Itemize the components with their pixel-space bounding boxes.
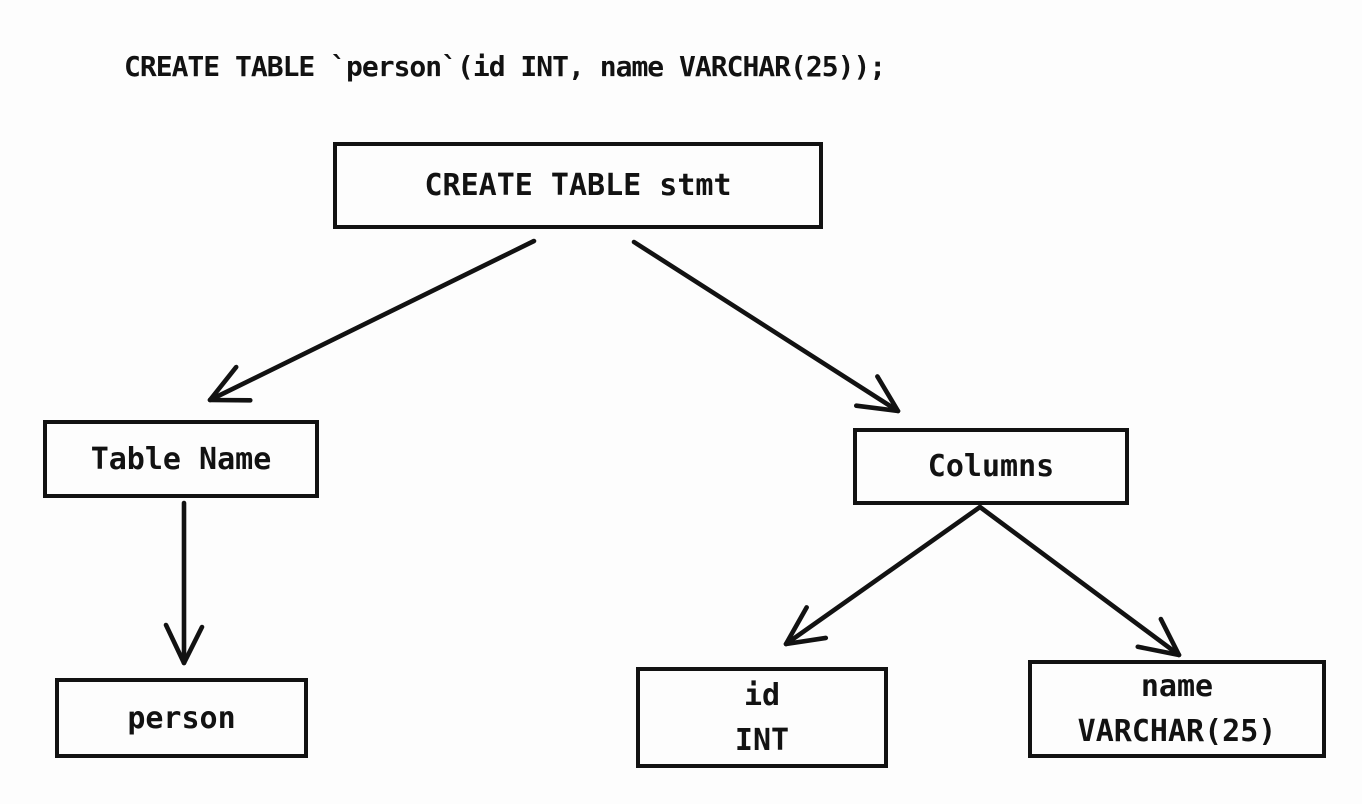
node-create-table-stmt-label: CREATE TABLE stmt [424, 168, 732, 203]
node-name-column: name VARCHAR(25) [1028, 660, 1326, 758]
edge-root-to-table-name [207, 238, 537, 403]
sql-statement-text: CREATE TABLE `person`(id INT, name VARCH… [124, 50, 886, 83]
node-table-name-label: Table Name [90, 441, 272, 477]
edge-columns-to-id-column [783, 504, 983, 647]
node-id-column-name: id [743, 677, 781, 713]
node-columns-label: Columns [927, 449, 1055, 484]
node-person-value: person [55, 678, 308, 758]
node-name-column-name: name [1140, 669, 1214, 704]
node-table-name: Table Name [43, 420, 319, 498]
edge-columns-to-name-column [977, 504, 1182, 658]
node-columns: Columns [853, 428, 1129, 505]
node-create-table-stmt: CREATE TABLE stmt [333, 142, 823, 229]
edge-root-to-columns [631, 239, 901, 414]
node-id-column-type: INT [734, 722, 790, 758]
node-name-column-type: VARCHAR(25) [1077, 714, 1277, 749]
node-id-column: id INT [636, 667, 888, 768]
node-person-label: person [127, 700, 236, 736]
